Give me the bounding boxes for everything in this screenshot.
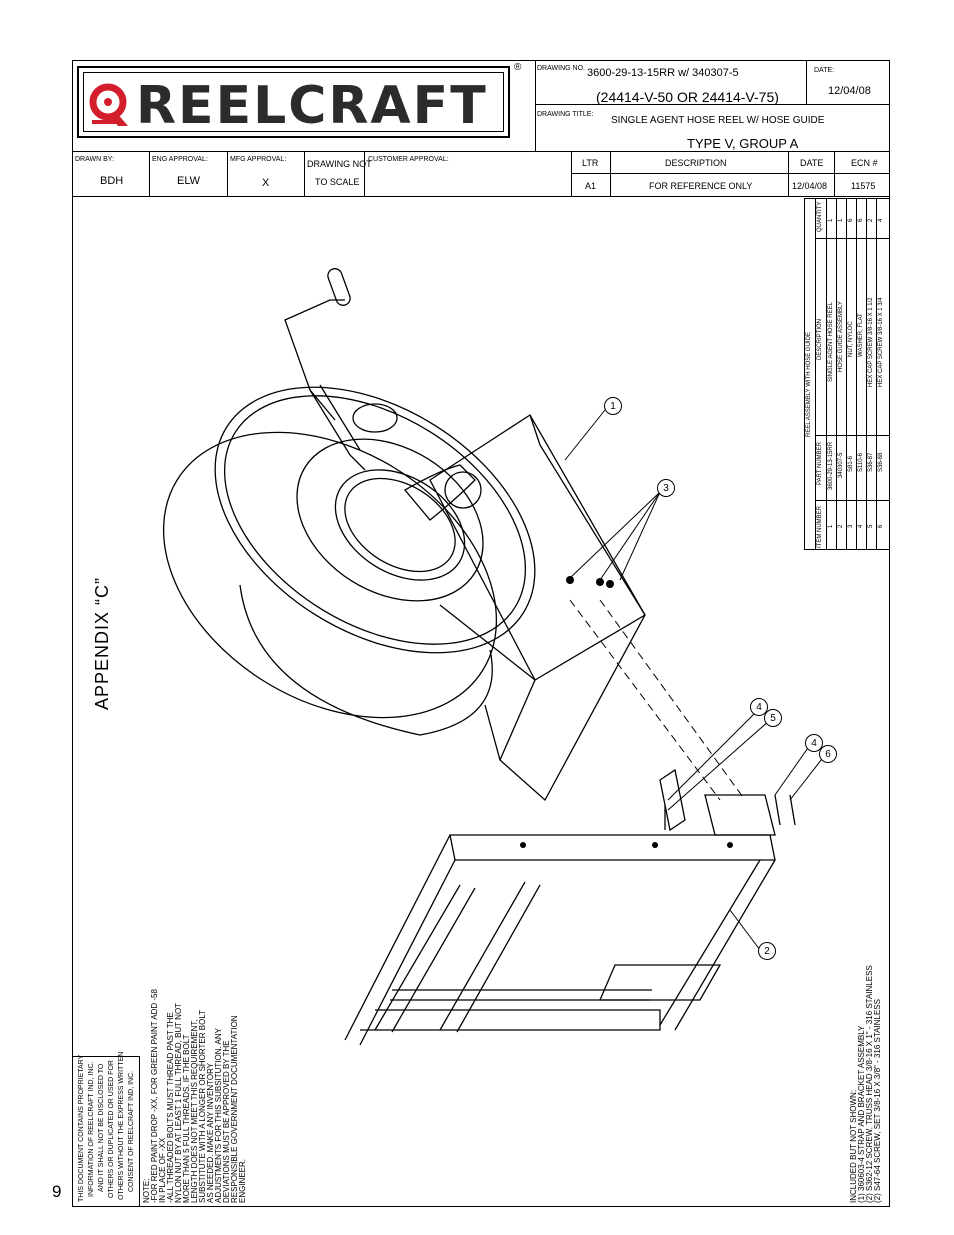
rev-header-date: DATE bbox=[800, 158, 824, 168]
proprietary-line: INFORMATION OF REELCRAFT IND, INC. bbox=[88, 1061, 95, 1197]
drawn-by-label: DRAWN BY: bbox=[75, 156, 115, 163]
bolt bbox=[789, 794, 796, 826]
rev-ltr: A1 bbox=[585, 181, 597, 191]
drawing-title: SINGLE AGENT HOSE REEL W/ HOSE GUIDE bbox=[611, 115, 825, 126]
rev-header-ecn: ECN # bbox=[851, 158, 878, 168]
brand-wordmark: REELCRAFT bbox=[136, 76, 488, 136]
page-number: 9 bbox=[52, 1182, 62, 1201]
crank-handle bbox=[284, 299, 345, 421]
eng-approval: ELW bbox=[177, 175, 201, 187]
proprietary-line: OTHERS OR DUPLICATED OR USED FOR bbox=[108, 1060, 115, 1198]
reel-drum bbox=[239, 584, 493, 736]
registered-mark: ® bbox=[514, 62, 522, 73]
drawing-frame bbox=[72, 60, 890, 1207]
not-to-scale-line2: TO SCALE bbox=[315, 177, 360, 187]
proprietary-line: OTHERS WITHOUT THE EXPRESS WRITTEN bbox=[118, 1051, 125, 1200]
proprietary-box bbox=[72, 1056, 140, 1207]
callout-3: 3 bbox=[657, 479, 675, 497]
gear-ring bbox=[334, 469, 466, 581]
callout-1: 1 bbox=[604, 397, 622, 415]
rev-date: 12/04/08 bbox=[792, 181, 828, 191]
roller bbox=[374, 884, 476, 1033]
not-to-scale-line1: DRAWING NOT bbox=[307, 159, 372, 169]
reelcraft-reel-icon bbox=[89, 83, 128, 126]
reel-front-flange bbox=[214, 386, 536, 654]
drawing-title-label: DRAWING TITLE: bbox=[537, 111, 594, 118]
header-date: 12/04/08 bbox=[828, 85, 871, 97]
mfg-approval-label: MFG APPROVAL: bbox=[230, 156, 287, 163]
drawing-no: 3600-29-13-15RR w/ 340307-5 bbox=[587, 67, 739, 79]
drawing-subtitle: TYPE V, GROUP A bbox=[687, 136, 799, 151]
hose-guide-top-bar bbox=[449, 834, 776, 861]
rev-ecn: 11575 bbox=[851, 181, 876, 191]
callout-5: 5 bbox=[764, 709, 782, 727]
proprietary-line: CONSENT OF REELCRAFT IND, INC. bbox=[128, 1070, 135, 1192]
reel-back-flange bbox=[162, 431, 498, 719]
brake-knob bbox=[352, 403, 398, 433]
proprietary-line: THIS DOCUMENT CONTAINS PROPRIETARY bbox=[78, 1054, 85, 1202]
rev-header-description: DESCRIPTION bbox=[665, 158, 727, 168]
drawing-no-alt: (24414-V-50 OR 24414-V-75) bbox=[596, 89, 779, 105]
reelcraft-logo: REELCRAFT bbox=[77, 66, 510, 138]
callout-2: 2 bbox=[758, 942, 776, 960]
callout-4b: 4 bbox=[805, 734, 823, 752]
roller bbox=[390, 989, 652, 1001]
swivel-elbow bbox=[404, 464, 476, 521]
mount-bracket bbox=[704, 794, 776, 836]
customer-approval-label: CUSTOMER APPROVAL: bbox=[368, 156, 449, 163]
mfg-approval: X bbox=[262, 177, 270, 189]
rev-header-ltr: LTR bbox=[582, 158, 599, 168]
note-line: ENGINEER. bbox=[238, 1158, 247, 1203]
rev-description: FOR REFERENCE ONLY bbox=[649, 181, 753, 191]
roller bbox=[439, 881, 541, 1033]
drawing-no-label: DRAWING NO. bbox=[537, 65, 585, 72]
eng-approval-label: ENG APPROVAL: bbox=[152, 156, 208, 163]
included-line: (2) S47-64 SCREW, SET 3/8-16 X 3/8" - 31… bbox=[873, 999, 882, 1203]
drawn-by: BDH bbox=[100, 175, 124, 187]
bom-table bbox=[804, 198, 890, 550]
callout-6: 6 bbox=[819, 745, 837, 763]
proprietary-line: AND IT SHALL NOT BE DISCLOSED TO bbox=[98, 1063, 105, 1192]
callout-4: 4 bbox=[750, 698, 768, 716]
date-label: DATE: bbox=[814, 67, 835, 74]
bolt bbox=[774, 794, 781, 826]
